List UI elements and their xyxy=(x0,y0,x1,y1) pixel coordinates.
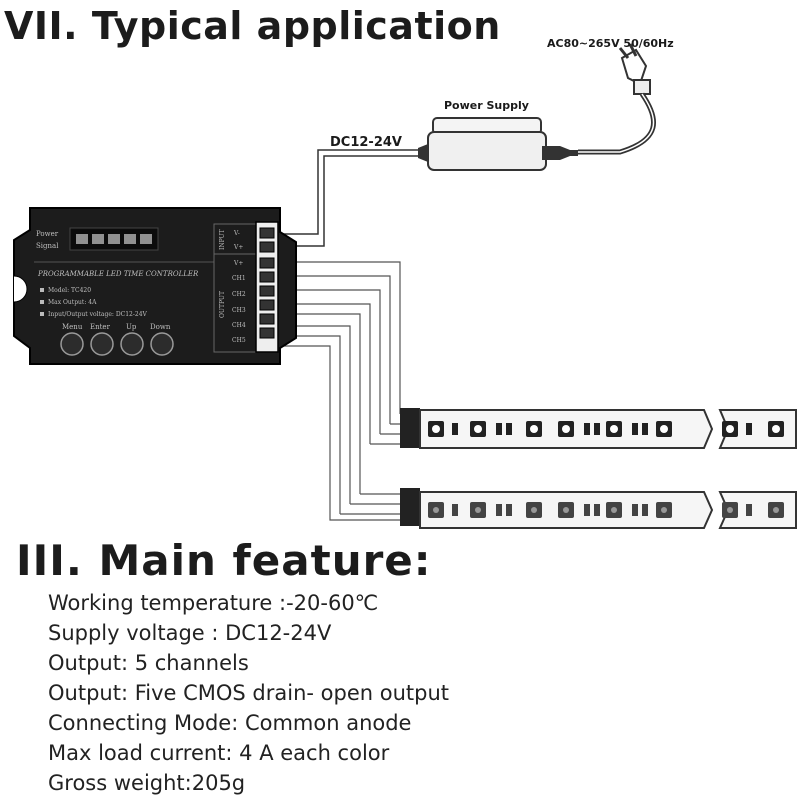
button-label-menu: Menu xyxy=(62,323,83,331)
terminal-input-v-plus: V+ xyxy=(233,244,243,251)
power-supply-label: Power Supply xyxy=(444,99,529,112)
terminal-input-v-minus: V- xyxy=(233,230,240,237)
led-strip-1-icon xyxy=(400,408,797,449)
button-label-enter: Enter xyxy=(90,323,111,331)
terminal-ch5: CH5 xyxy=(232,337,246,344)
terminal-output-v-plus: V+ xyxy=(233,260,243,267)
power-supply-icon xyxy=(418,117,578,171)
controller-title: PROGRAMMABLE LED TIME CONTROLLER xyxy=(37,270,199,278)
feature-item: Connecting Mode: Common anode xyxy=(48,711,412,735)
button-label-up: Up xyxy=(126,323,137,331)
terminal-ch3: CH3 xyxy=(232,307,246,314)
feature-item: Gross weight:205g xyxy=(48,771,246,795)
terminal-ch1: CH1 xyxy=(232,275,246,282)
terminal-ch2: CH2 xyxy=(232,291,246,298)
button-label-down: Down xyxy=(150,323,171,331)
output-wires xyxy=(278,261,404,521)
feature-item: Max load current: 4 A each color xyxy=(48,741,390,765)
section-title-application: VII. Typical application xyxy=(4,4,501,48)
terminal-ch4: CH4 xyxy=(232,322,246,329)
spec-line-1: Model: TC420 xyxy=(48,287,91,294)
led-strip-2-icon xyxy=(400,488,797,529)
output-group-label: OUTPUT xyxy=(219,291,226,318)
dc-cable xyxy=(278,149,418,247)
spec-line-3: Input/Output voltage: DC12-24V xyxy=(48,311,148,318)
feature-item: Supply voltage : DC12-24V xyxy=(48,621,332,645)
dc-voltage-label: DC12-24V xyxy=(330,135,402,150)
feature-item: Output: Five CMOS drain- open output xyxy=(48,681,449,705)
indicator-signal-label: Signal xyxy=(36,242,59,250)
spec-line-2: Max Output: 4A xyxy=(48,299,97,306)
mains-label: AC80~265V 50/60Hz xyxy=(547,37,674,50)
controller-icon xyxy=(13,207,297,365)
section-title-main-feature: III. Main feature: xyxy=(16,536,432,585)
feature-list: Working temperature :-20-60℃ Supply volt… xyxy=(48,588,449,798)
feature-item: Working temperature :-20-60℃ xyxy=(48,591,379,615)
feature-item: Output: 5 channels xyxy=(48,651,249,675)
indicator-power-label: Power xyxy=(36,230,59,238)
wiring-diagram: AC80~265V 50/60Hz Power Supply DC12-24V xyxy=(13,37,797,529)
input-group-label: INPUT xyxy=(219,229,226,250)
ac-plug-icon xyxy=(578,43,657,155)
